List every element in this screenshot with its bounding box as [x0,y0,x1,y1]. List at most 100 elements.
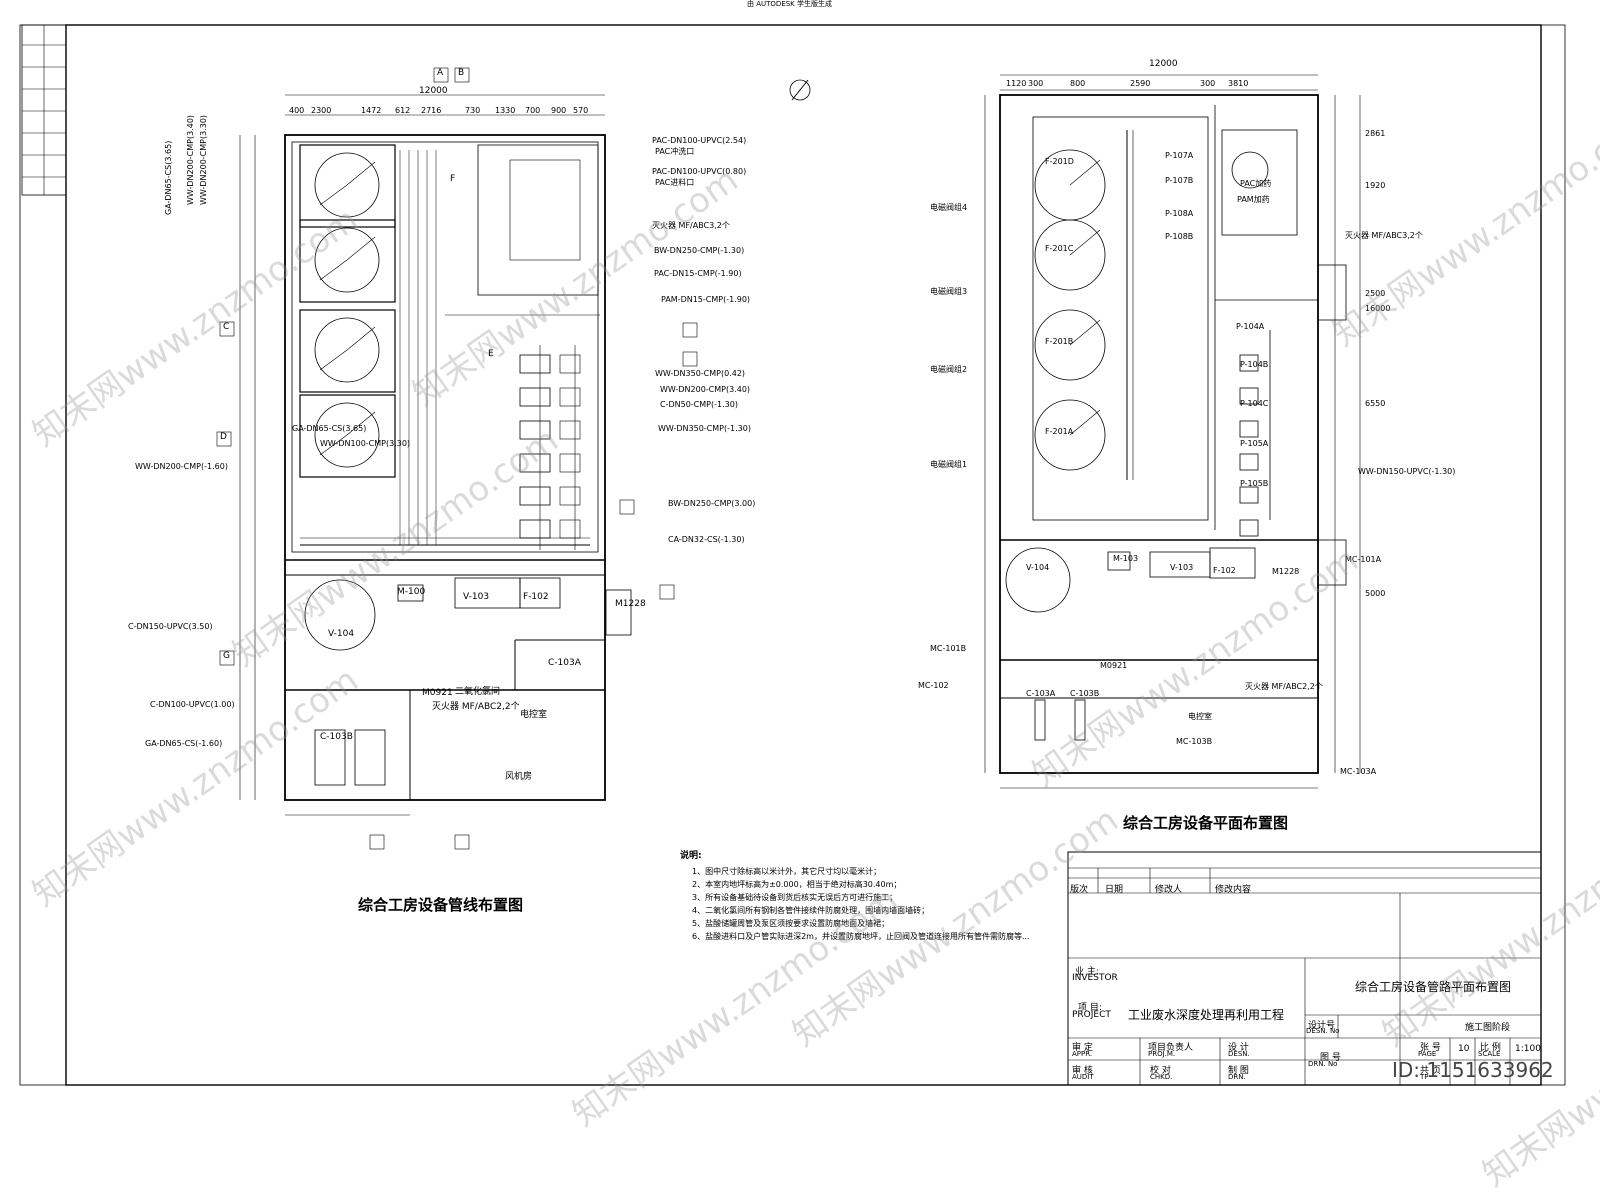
axis-label-E: E [488,349,494,359]
door-m1228 [1317,539,1347,586]
right-note: 灭火器 MF/ABC3,2个 [1345,231,1423,240]
right-note: 灭火器 MF/ABC2,2个 [1245,682,1323,691]
right-filter-room [1032,116,1209,521]
equipment-label: P-107A [1165,151,1194,160]
left-label: M1228 [615,599,646,609]
axis-label-F: F [450,174,456,184]
valve-group-label: 电磁阀组3 [930,287,968,296]
axis-label-B: B [458,68,465,78]
pump-box [519,387,551,407]
axis-marker [682,351,698,367]
pump-box [1239,519,1259,537]
m100-box [397,584,424,602]
equipment-label: M-103 [1113,554,1139,563]
pump-box [519,354,551,374]
valve-group-label: 电磁阀组1 [930,460,968,469]
filter-tank [314,402,380,468]
design-label: 设 计 [1228,1043,1249,1053]
equipment-label: MC-103A [1340,767,1377,776]
project-en: PROJECT [1072,1010,1111,1020]
dim-value: 2716 [421,106,442,115]
top-banner: 由 AUTODESK 学生版生成 [747,0,832,8]
pm-label: 项目负责人 [1148,1043,1194,1053]
dim-value: 800 [1070,79,1086,88]
left-label: C-DN150-UPVC(3.50) [128,622,213,631]
axis-label-A: A [437,68,444,78]
dim-value: 400 [289,106,305,115]
left-label: PAC进料口 [655,178,695,187]
tank-mark [319,184,348,206]
right-note: M0921 [1100,661,1128,670]
dim-value: 2861 [1365,129,1386,138]
audit-label: 审 核 [1072,1066,1093,1076]
tank-v104 [1005,547,1071,613]
left-label: F-102 [523,592,549,602]
rev-header-0: 版次 [1070,885,1089,895]
draw-en: DRN. [1228,1073,1246,1081]
left-label: WW-DN100-CMP(3.30) [320,439,411,448]
axis-marker [219,321,235,337]
dosing-room [477,144,599,296]
dim-value: 3810 [1228,79,1249,88]
dosing-equipment [509,159,581,261]
dim-value: 700 [525,106,541,115]
equipment-label: V-103 [1170,563,1194,572]
left-label: 风机房 [505,772,533,782]
tank-mark [1069,159,1101,186]
dim-value: 612 [395,106,411,115]
left-inner-wall [291,141,599,553]
filter-tank-frame [299,144,396,228]
dim-value: 2500 [1365,289,1386,298]
left-label: 电控室 [520,710,548,720]
pump-motor [559,453,581,473]
filter-tank-frame [299,394,396,478]
right-note: M1228 [1272,567,1300,576]
axis-marker [216,431,232,447]
check-en: CHKD. [1150,1073,1173,1081]
dim-value: 1120 [1006,79,1027,88]
dim-value: 730 [465,106,481,115]
investor-label: 业 主: [1075,967,1099,977]
pac-room [1221,129,1298,236]
tank-mark [346,326,376,351]
left-label: WW-DN350-CMP(-1.30) [658,424,751,433]
equipment-label: C-103A [1026,689,1056,698]
rev-header-1: 日期 [1105,885,1124,895]
dim-value: 16000 [1365,304,1391,313]
note-item: 5、盐酸储罐周管及泵区须按要求设置防腐地面及墙裙； [692,919,890,928]
notes-heading: 说明: [680,851,702,861]
equipment-label: C-103B [1070,689,1100,698]
note-item: 6、盐酸进料口及户管实际进深2m，并设置防腐地坪，止回阀及管道连接用所有管件需防… [692,932,1030,941]
axis-marker [433,67,449,83]
left-plan-title: 综合工房设备管线布置图 [358,896,524,914]
right-note: 电控室 [1188,712,1212,721]
left-label: GA-DN65-CS(-1.60) [145,739,223,748]
tank-mark [1069,229,1101,256]
project-name: 工业废水深度处理再利用工程 [1128,1008,1285,1022]
left-building-wall [284,134,606,801]
scale-label: 比 例 [1480,1043,1501,1053]
pump-motor [559,486,581,506]
tank-mark [346,236,376,261]
equipment-label: P-105A [1240,439,1269,448]
c103b-tank [354,729,386,786]
equipment-label: P-104A [1236,322,1265,331]
right-building-wall [999,94,1319,774]
filter-tank [1034,219,1106,291]
m103-box [1107,551,1131,571]
axis-marker [659,584,675,600]
id-text: ID: 1151633962 [1392,1058,1554,1082]
design-no-label: 设计号 [1308,1021,1336,1031]
investor-en: INVESTOR [1072,973,1118,983]
left-label: PAC-DN15-CMP(-1.90) [654,269,742,278]
left-label: C-103B [320,732,353,742]
equipment-label: F-201D [1045,157,1074,166]
left-label: C-103A [548,658,581,668]
axis-marker [682,322,698,338]
page-value: 10 [1458,1044,1470,1054]
c103b-tank [1074,699,1086,741]
left-label: WW-DN350-CMP(0.42) [655,369,746,378]
pump-motor [559,519,581,539]
equipment-label: F-201A [1045,427,1074,436]
equipment-label: F-201C [1045,244,1074,253]
